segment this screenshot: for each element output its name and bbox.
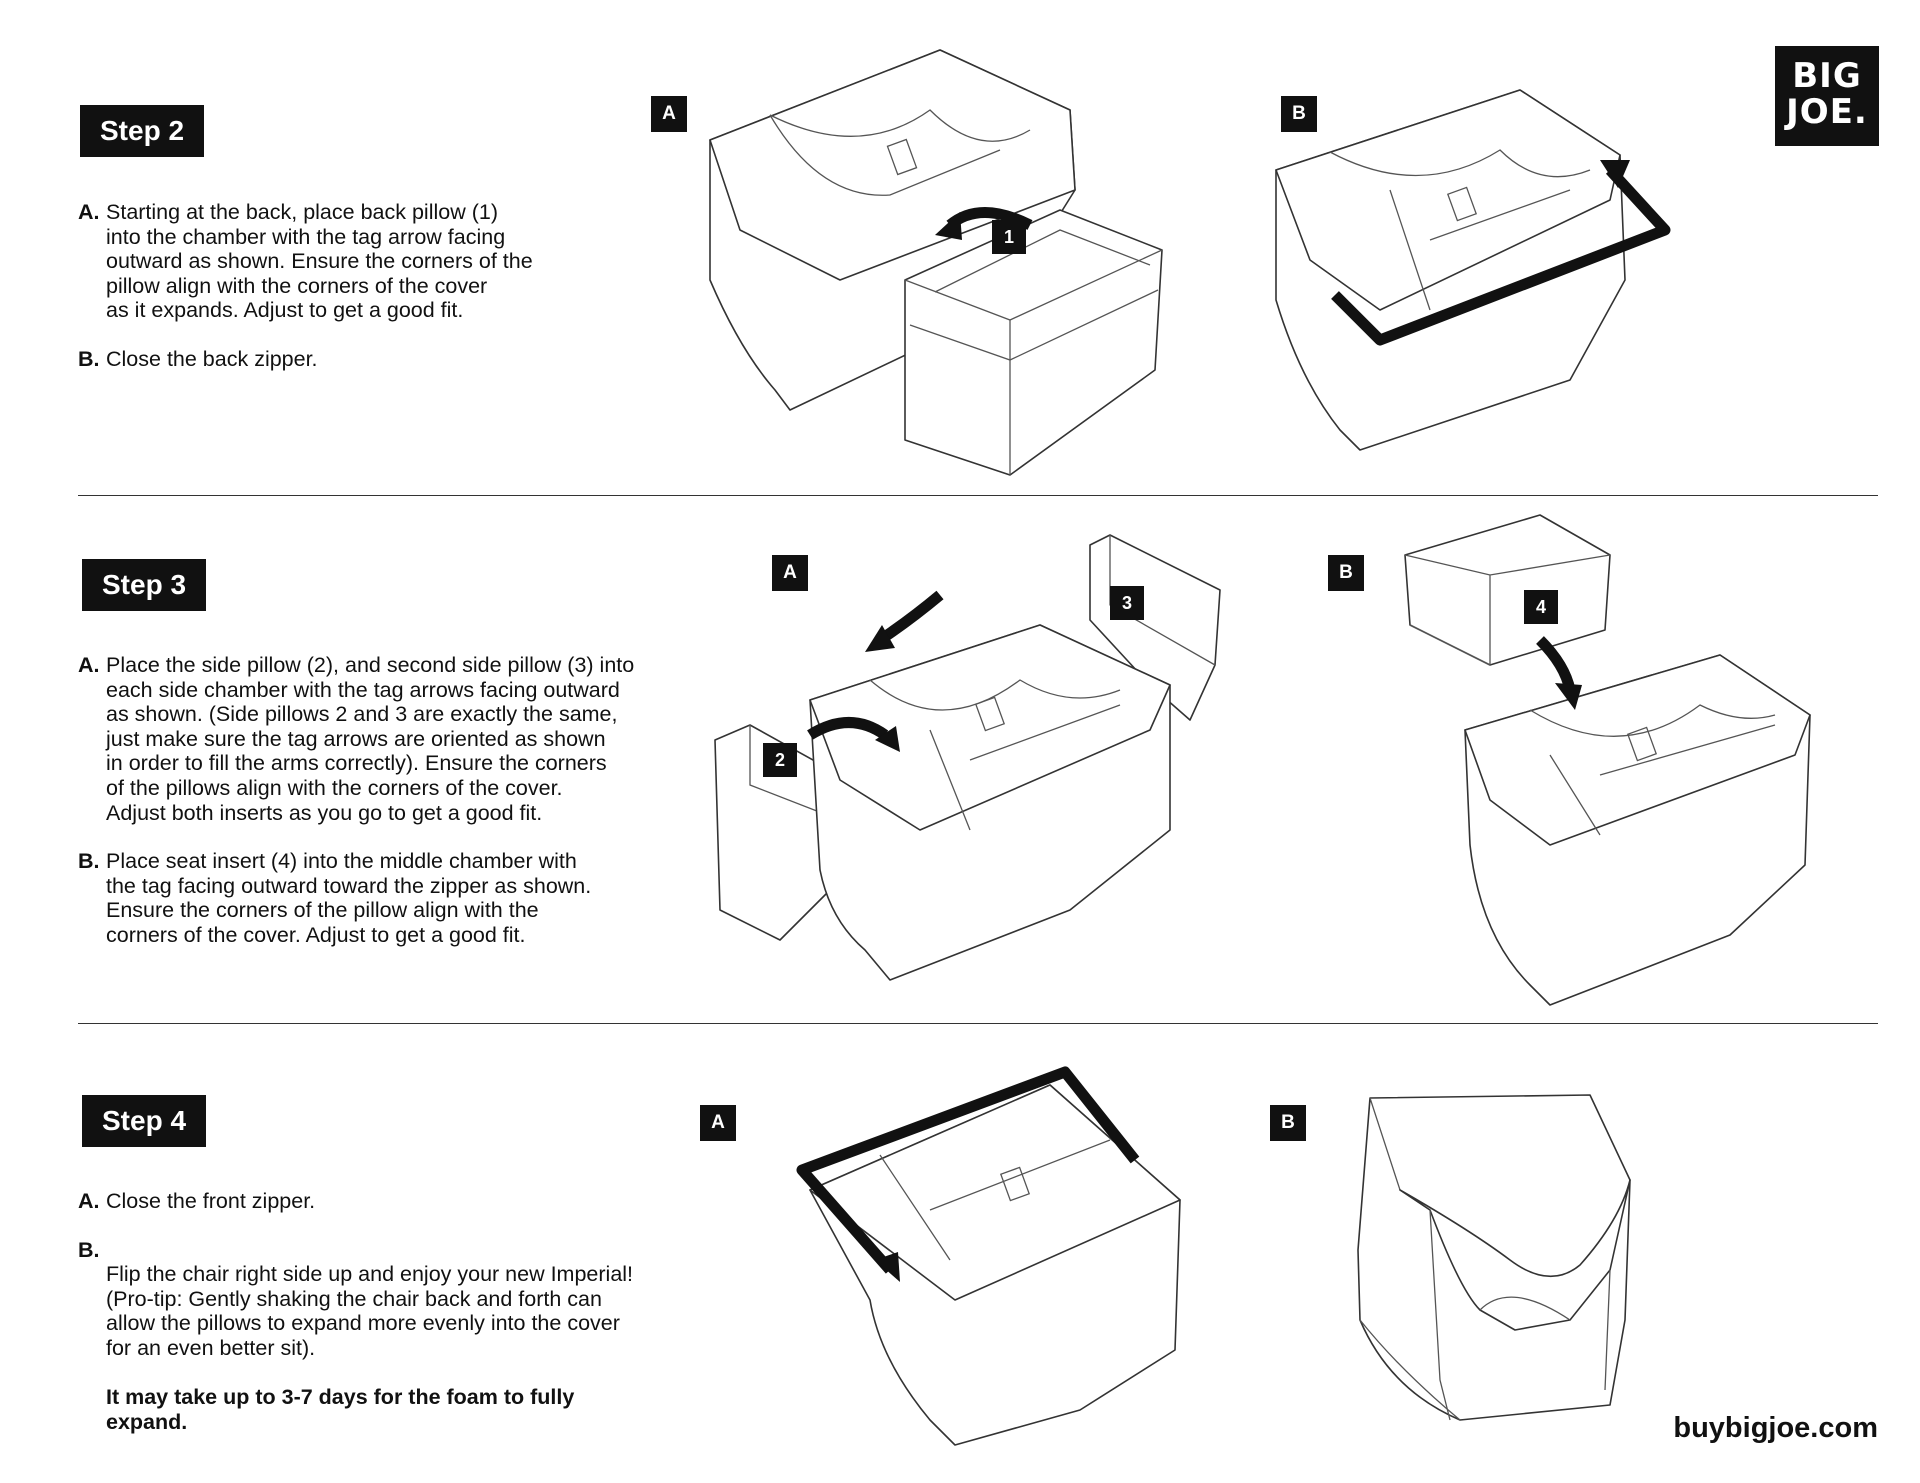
step-2-panel-a-label: A <box>651 96 687 132</box>
divider-2 <box>78 1023 1878 1024</box>
step-4-panel-b-label: B <box>1270 1105 1306 1141</box>
step-4-instructions: A. Close the front zipper. B. Flip the c… <box>78 1189 638 1483</box>
step-3-instruction-b: B. Place seat insert (4) into the middle… <box>78 849 638 947</box>
instruction-text: Place seat insert (4) into the middle ch… <box>106 849 592 947</box>
step-4-panel-a-label: A <box>700 1105 736 1141</box>
step-3-title: Step 3 <box>82 559 207 611</box>
step-2-panel-b-label: B <box>1281 96 1317 132</box>
brand-logo: BIG JOE. <box>1775 46 1879 146</box>
step-2-instruction-a: A. Starting at the back, place back pill… <box>78 200 598 323</box>
step-4a-illustration <box>796 1066 1181 1446</box>
step-3a-number-3: 3 <box>1110 586 1144 620</box>
instruction-bold-note: It may take up to 3-7 days for the foam … <box>106 1385 575 1434</box>
step-3a-illustration <box>714 534 1221 981</box>
divider-1 <box>78 495 1878 496</box>
step-3-panel-b-label: B <box>1328 555 1364 591</box>
instruction-text: Close the back zipper. <box>106 346 318 371</box>
step-2-instructions: A. Starting at the back, place back pill… <box>78 200 598 396</box>
step-3a-number-2: 2 <box>763 743 797 777</box>
logo-line-2: JOE. <box>1786 92 1868 132</box>
instruction-text: Flip the chair right side up and enjoy y… <box>106 1238 638 1459</box>
logo-line-1: BIG <box>1792 56 1862 96</box>
step-3b-number-4: 4 <box>1524 590 1558 624</box>
instruction-body: Flip the chair right side up and enjoy y… <box>106 1262 634 1360</box>
step-2a-illustration <box>709 49 1163 476</box>
step-2-title: Step 2 <box>80 105 205 157</box>
instruction-text: Starting at the back, place back pillow … <box>106 200 533 323</box>
step-3b-illustration <box>1404 514 1811 1006</box>
step-2-instruction-b: B. Close the back zipper. <box>78 347 598 372</box>
step-4b-illustration <box>1357 1094 1631 1421</box>
step-3-instruction-a: A. Place the side pillow (2), and second… <box>78 653 638 825</box>
step-3-panel-a-label: A <box>772 555 808 591</box>
step-4-instruction-b: B. Flip the chair right side up and enjo… <box>78 1238 638 1459</box>
instruction-letter: A. <box>78 1189 100 1213</box>
step-3-instructions: A. Place the side pillow (2), and second… <box>78 653 638 972</box>
step-2a-number-1: 1 <box>992 220 1026 254</box>
instruction-letter: A. <box>78 200 100 224</box>
step-4-instruction-a: A. Close the front zipper. <box>78 1189 638 1214</box>
instruction-letter: B. <box>78 849 100 874</box>
step-2b-illustration <box>1275 89 1671 451</box>
website-url: buybigjoe.com <box>1673 1412 1878 1444</box>
instruction-text: Close the front zipper. <box>106 1189 316 1213</box>
instruction-text: Place the side pillow (2), and second si… <box>106 653 635 825</box>
instruction-letter: A. <box>78 653 100 677</box>
step-4-title: Step 4 <box>82 1095 207 1147</box>
instruction-letter: B. <box>78 346 100 371</box>
instruction-letter: B. <box>78 1237 100 1262</box>
